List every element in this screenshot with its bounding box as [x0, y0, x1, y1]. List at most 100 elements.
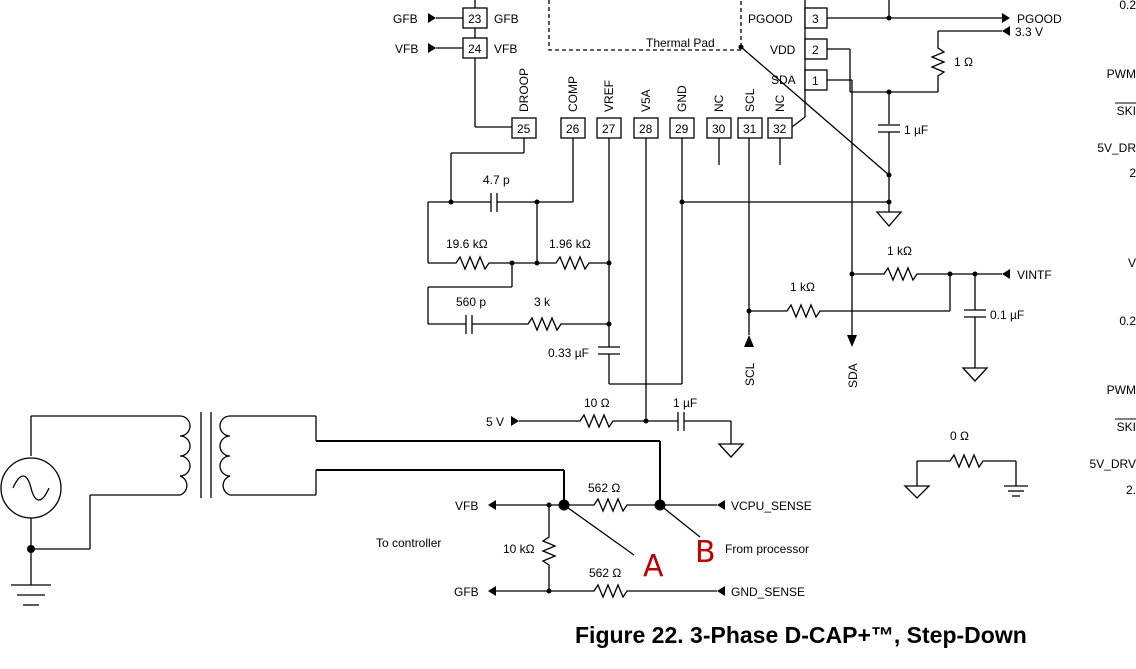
resistor-10ohm: [519, 413, 646, 429]
pointer-a: [563, 504, 635, 556]
net-label-vfb-in: VFB: [395, 42, 418, 56]
i2c-pullups: 1 kΩ SCL 1 kΩ SDA VINTF 0.1 µF: [743, 138, 1052, 388]
svg-text:DROOP: DROOP: [517, 68, 531, 112]
svg-text:NC: NC: [773, 94, 787, 112]
to-controller-label: To controller: [376, 536, 441, 550]
label-c-033u: 0.33 µF: [548, 346, 589, 360]
svg-text:25: 25: [517, 122, 531, 136]
net-label-vintf: VINTF: [1017, 268, 1052, 282]
svg-text:1: 1: [812, 74, 819, 88]
pin-24-vfb: 24 VFB VFB: [395, 37, 517, 59]
net-label-pgood: PGOOD: [1017, 12, 1062, 26]
svg-text:GND: GND: [675, 85, 689, 112]
label-r-0: 0 Ω: [950, 429, 969, 443]
svg-text:3: 3: [812, 12, 819, 26]
edge-label: PWM: [1107, 383, 1136, 397]
svg-text:GFB: GFB: [494, 12, 519, 26]
zero-ohm-link: 0 Ω: [903, 429, 1028, 499]
svg-text:COMP: COMP: [566, 76, 580, 112]
edge-label: 5V_DR: [1097, 141, 1136, 155]
edge-label: V: [1128, 256, 1136, 270]
ground-symbol-chassis: [903, 485, 931, 499]
v5a-supply: 5 V 10 Ω 1 µF: [486, 396, 745, 458]
net-label-sda: SDA: [846, 363, 860, 388]
svg-text:28: 28: [639, 122, 653, 136]
svg-text:VFB: VFB: [494, 42, 517, 56]
svg-text:VREF: VREF: [602, 80, 616, 112]
svg-text:27: 27: [602, 122, 616, 136]
net-label-vfb-out: VFB: [455, 499, 478, 513]
svg-text:31: 31: [743, 122, 757, 136]
net-label-gfb-out: GFB: [454, 585, 479, 599]
resistor-vdd-1ohm: [930, 31, 946, 92]
svg-text:23: 23: [468, 12, 482, 26]
pin-2-vdd: VDD 2: [770, 38, 938, 93]
label-c-47p: 4.7 p: [483, 173, 510, 187]
svg-text:29: 29: [675, 122, 689, 136]
from-processor-label: From processor: [725, 542, 809, 556]
svg-text:26: 26: [566, 122, 580, 136]
label-r-1-96k: 1.96 kΩ: [549, 237, 591, 251]
thermal-pad-outline: [548, 0, 742, 51]
label-r-vdd: 1 Ω: [954, 55, 973, 69]
svg-text:SCL: SCL: [743, 88, 757, 112]
compensation-network: 4.7 p 19.6 kΩ 1.96 kΩ 560 p 3 k 0.33 µF: [427, 138, 889, 421]
svg-text:30: 30: [712, 122, 726, 136]
sense-network: VFB 562 Ω VCPU_SENSE 10 kΩ GFB 562 Ω GND…: [376, 481, 812, 599]
svg-text:VDD: VDD: [770, 43, 796, 57]
label-r-1k-scl: 1 kΩ: [790, 280, 815, 294]
pin-1-sda: SDA 1: [771, 69, 853, 335]
label-c-01u: 0.1 µF: [990, 308, 1024, 322]
net-label-3v3: 3.3 V: [1015, 25, 1043, 39]
resistor-0ohm: [917, 453, 1016, 469]
resistor-3k: [472, 316, 609, 332]
label-c-1u-v5: 1 µF: [673, 396, 697, 410]
label-r-562-bot: 562 Ω: [589, 566, 621, 580]
resistor-19-6k: [428, 255, 512, 271]
label-r-10: 10 Ω: [584, 396, 610, 410]
ground-symbol-vintf: [961, 367, 989, 382]
svg-text:NC: NC: [712, 94, 726, 112]
resistor-1-96k: [537, 255, 609, 271]
net-label-gnd-sense: GND_SENSE: [731, 585, 805, 599]
pin-23-gfb: 23 GFB GFB: [393, 7, 519, 29]
pin-3-pgood: PGOOD 3 PGOOD: [748, 0, 1062, 29]
svg-text:2: 2: [812, 43, 819, 57]
edge-label: 5V_DRV: [1090, 457, 1136, 471]
ground-symbol-signal: [1004, 485, 1028, 497]
net-label-gfb-in: GFB: [393, 12, 418, 26]
edge-label: 2: [1129, 166, 1136, 180]
edge-label: PWM: [1107, 67, 1136, 81]
ground-symbol-source: [11, 584, 51, 606]
capacitor-vdd-1uf: [878, 124, 900, 133]
label-c-560p: 560 p: [456, 295, 486, 309]
ground-symbol-top: [875, 211, 903, 227]
edge-label: 0.2: [1119, 314, 1136, 328]
marker-b: B: [695, 535, 716, 570]
resistor-562-top: [564, 497, 660, 513]
svg-text:SDA: SDA: [771, 73, 796, 87]
svg-text:24: 24: [468, 42, 482, 56]
pointer-b: [659, 504, 701, 538]
figure-caption: Figure 22. 3-Phase D-CAP+™, Step-Down: [575, 622, 1027, 648]
controller-ic: Thermal Pad 23 GFB GFB 24 VFB VFB: [393, 0, 1062, 335]
label-r-562-top: 562 Ω: [588, 481, 620, 495]
net-label-scl: SCL: [743, 362, 757, 386]
resistor-562-bot: [496, 583, 717, 599]
bottom-pin-row: 25 DROOP 26 COMP 27 VREF 28 V5A 29 GND 3…: [511, 68, 793, 139]
transformer-primary: [179, 415, 191, 496]
ground-symbol-v5: [717, 443, 745, 458]
transformer-source: [0, 412, 661, 606]
svg-text:PGOOD: PGOOD: [748, 12, 793, 26]
edge-label: SKI: [1117, 104, 1136, 118]
thermal-pad-label: Thermal Pad: [646, 36, 715, 50]
label-r-1k-top: 1 kΩ: [887, 244, 912, 258]
label-r-10k: 10 kΩ: [503, 542, 535, 556]
label-c-vdd: 1 µF: [904, 123, 928, 137]
label-r-19-6k: 19.6 kΩ: [446, 237, 488, 251]
resistor-1k-scl: [749, 303, 950, 319]
svg-text:32: 32: [773, 122, 787, 136]
edge-label: 0.2: [1119, 0, 1136, 12]
